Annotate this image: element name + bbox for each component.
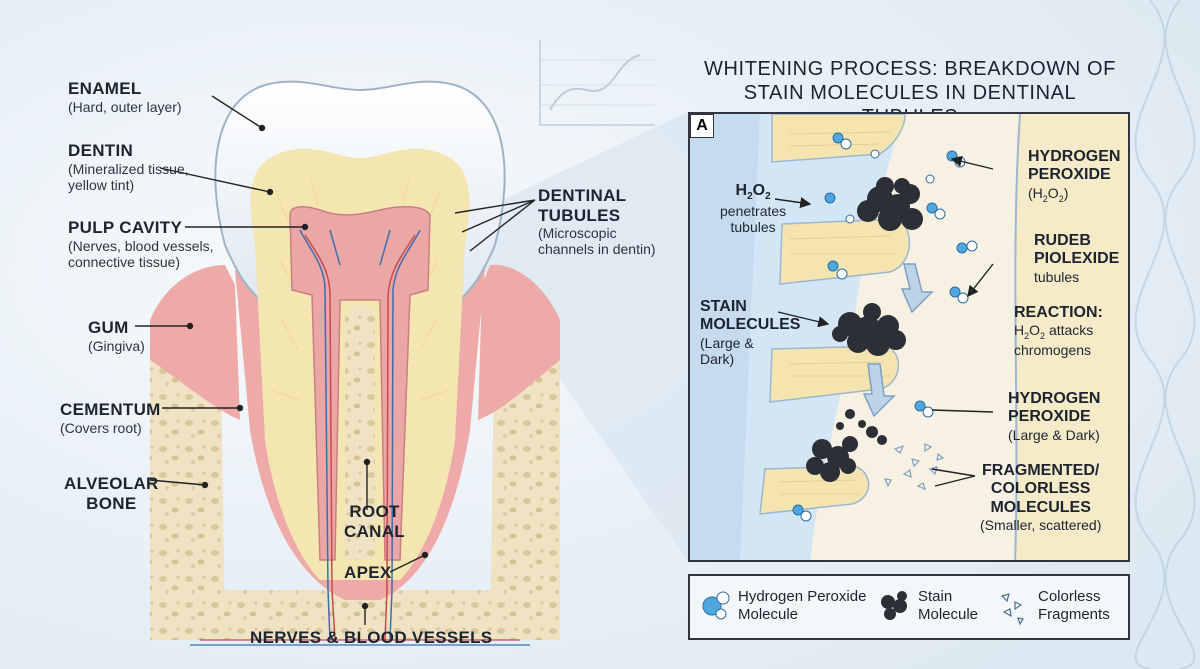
stain-molecule-icon (881, 591, 907, 620)
ruded-heading-2: PIOLEXIDE (1034, 250, 1120, 268)
stain-cluster-2 (832, 303, 906, 356)
tubules-description-2: channels in dentin) (538, 241, 656, 258)
chart-icon (539, 40, 655, 126)
leader-lines (135, 95, 536, 625)
fragmented-heading-3: MOLECULES (990, 498, 1091, 516)
legend-fragments-1: Colorless (1038, 588, 1101, 605)
stain-description-2: Dark) (700, 350, 735, 367)
peroxide-molecules (792, 132, 978, 522)
hp1-label: HYDROGEN PEROXIDE (H2O2) (1028, 148, 1121, 204)
h2o2-penetrates-1: penetrates (720, 202, 787, 219)
hp1-heading-1: HYDROGEN (1028, 148, 1121, 165)
tubule-panel: A H2O2 penetrates tubules STAIN MOLECULE… (688, 112, 1130, 562)
legend-stain: Stain Molecule (918, 588, 978, 624)
stain-description-1: (Large & (700, 334, 754, 351)
alveolar-heading-1: ALVEOLAR (64, 474, 159, 493)
gum-description: (Gingiva) (88, 337, 145, 354)
dentin-label: DENTIN (Mineralized tissue, yellow tint) (68, 141, 189, 193)
legend-peroxide-1: Hydrogen Peroxide (738, 588, 867, 605)
tubules-heading-1: DENTINAL (538, 186, 627, 205)
hp2-label: HYDROGEN PEROXIDE (Large & Dark) (1008, 390, 1100, 443)
reaction-heading: REACTION: (1014, 304, 1103, 321)
dentin-heading: DENTIN (68, 141, 134, 160)
hp2-heading-1: HYDROGEN (1008, 390, 1101, 407)
fragmented-heading-2: COLORLESS (990, 480, 1091, 498)
apex-label: APEX (344, 563, 392, 582)
fragmented-description: (Smaller, scattered) (980, 517, 1102, 534)
stain-heading-1: STAIN (700, 298, 747, 315)
root-canal-heading-2: CANAL (344, 521, 405, 541)
legend-stain-1: Stain (918, 588, 953, 605)
stain-heading-2: MOLECULES (700, 316, 801, 334)
legend-stain-2: Molecule (918, 606, 979, 623)
tubules-description-1: (Microscopic (538, 225, 617, 242)
fragments (884, 443, 945, 491)
dentin-description-1: (Mineralized tissue, (68, 160, 189, 177)
dna-helix-icon (1134, 0, 1196, 669)
enamel-heading: ENAMEL (68, 79, 142, 98)
tooth-cross-section (150, 80, 560, 646)
h2o2-penetrates-label: H2O2 penetrates tubules (720, 182, 787, 235)
h2o2-penetrates-2: tubules (730, 218, 776, 235)
legend-fragments: Colorless Fragments (1038, 588, 1110, 624)
pulp-description-2: connective tissue) (68, 253, 181, 270)
pulp-heading: PULP CAVITY (68, 218, 183, 237)
hp2-description: (Large & Dark) (1008, 426, 1100, 443)
ruded-description: tubules (1034, 268, 1080, 285)
fragmented-heading-1: FRAGMENTED/ (982, 462, 1100, 479)
reaction-label: REACTION: H2O2 attacks chromogens (1014, 304, 1103, 358)
gum-label: GUM (Gingiva) (88, 318, 145, 354)
tubules-label: DENTINAL TUBULES (Microscopic channels i… (538, 186, 656, 257)
alveolar-label: ALVEOLAR BONE (64, 474, 159, 513)
fragment-icon (1000, 593, 1024, 626)
ruded-label: RUDEB PIOLEXIDE tubules (1034, 232, 1119, 285)
root-canal-label: ROOT CANAL (344, 502, 405, 541)
gum-heading: GUM (88, 318, 129, 337)
tubule-illustration (690, 114, 1128, 560)
stain-cluster-3 (806, 409, 887, 482)
nerves-label: NERVES & BLOOD VESSELS (250, 628, 493, 647)
panel-letter: A (690, 114, 714, 138)
hp2-heading-2: PEROXIDE (1008, 408, 1091, 426)
cementum-label: CEMENTUM (Covers root) (60, 400, 161, 436)
cementum-description: (Covers root) (60, 419, 142, 436)
fragmented-label: FRAGMENTED/ COLORLESS MOLECULES (Smaller… (980, 462, 1101, 533)
pulp-label: PULP CAVITY (Nerves, blood vessels, conn… (68, 218, 214, 270)
ruded-heading-1: RUDEB (1034, 232, 1091, 249)
enamel-label: ENAMEL (Hard, outer layer) (68, 79, 182, 115)
legend-fragments-2: Fragments (1038, 606, 1110, 623)
stain-label: STAIN MOLECULES (Large & Dark) (700, 298, 800, 367)
tubules-heading-2: TUBULES (538, 205, 621, 225)
stain-cluster-1 (857, 177, 923, 231)
legend-peroxide: Hydrogen Peroxide Molecule (738, 588, 866, 624)
legend: Hydrogen Peroxide Molecule Stain Molecul… (688, 574, 1130, 640)
dentin-description-2: yellow tint) (68, 176, 135, 193)
cementum-heading: CEMENTUM (60, 400, 161, 419)
pulp-description-1: (Nerves, blood vessels, (68, 237, 214, 254)
peroxide-molecule-icon (702, 591, 730, 620)
reaction-description-1: attacks (1048, 322, 1094, 339)
root-canal-heading-1: ROOT (349, 502, 400, 521)
alveolar-heading-2: BONE (86, 493, 137, 513)
title-line-1: WHITENING PROCESS: BREAKDOWN OF (704, 58, 1116, 80)
reaction-description-2: chromogens (1014, 341, 1092, 358)
hp1-heading-2: PEROXIDE (1028, 166, 1111, 184)
legend-peroxide-2: Molecule (738, 606, 799, 623)
enamel-description: (Hard, outer layer) (68, 98, 182, 115)
